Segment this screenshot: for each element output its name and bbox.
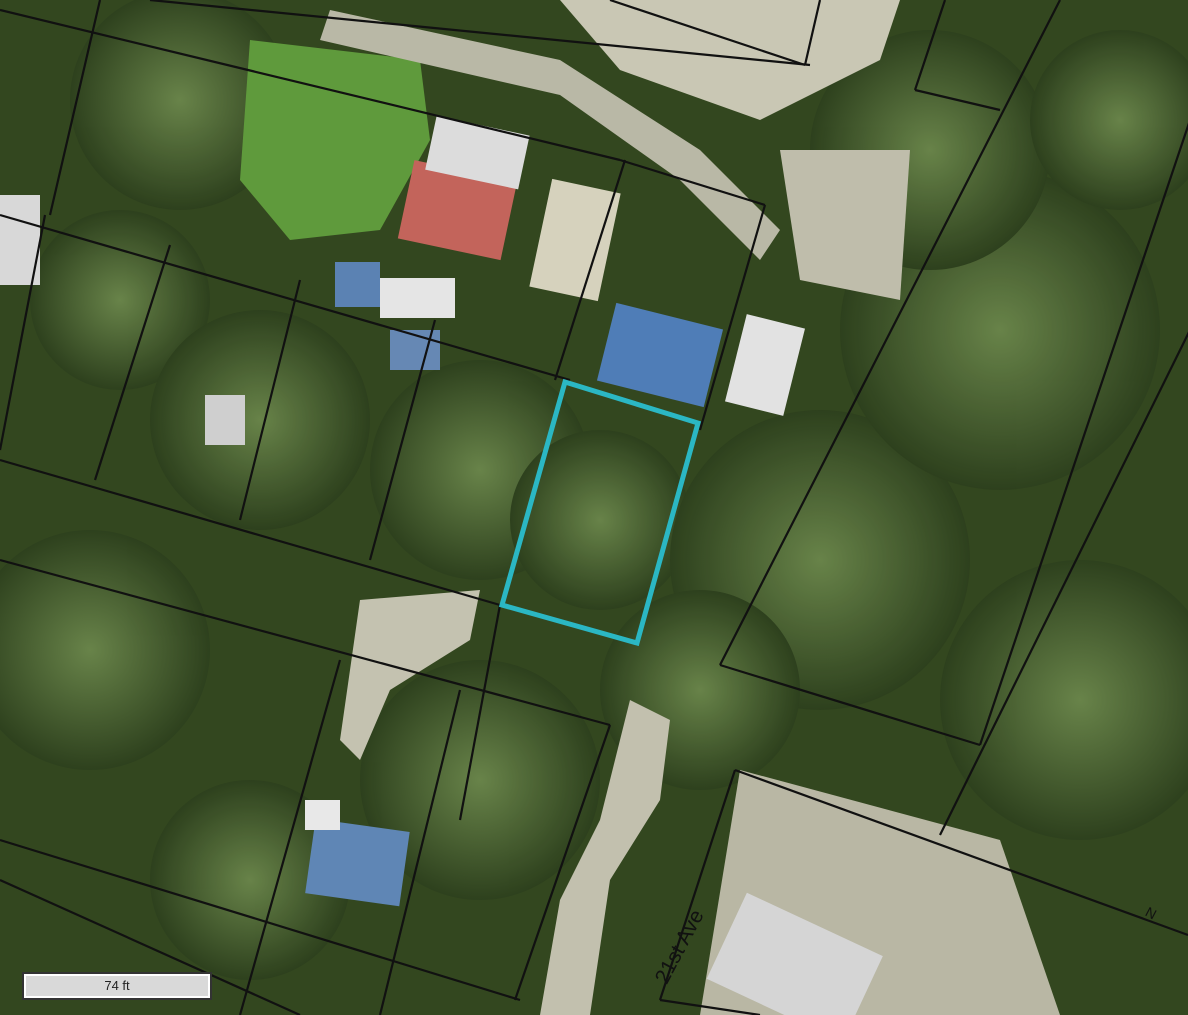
buildings bbox=[0, 115, 883, 1015]
scale-bar-label: 74 ft bbox=[104, 978, 130, 993]
right-clearing bbox=[780, 150, 910, 300]
scale-bar: 74 ft bbox=[22, 972, 212, 1000]
21st-ave-road bbox=[540, 700, 670, 1015]
building-blue-2 bbox=[390, 330, 440, 370]
building-left-edge bbox=[0, 195, 40, 285]
building-small bbox=[205, 395, 245, 445]
building-grey-roof bbox=[425, 115, 530, 190]
building-bottom-right bbox=[706, 892, 883, 1015]
top-road bbox=[320, 10, 780, 260]
building-blue-roof bbox=[596, 302, 724, 408]
subject-parcel-outline[interactable] bbox=[498, 378, 702, 647]
building-bottom-white bbox=[305, 800, 340, 830]
building-bottom-blue bbox=[305, 818, 410, 907]
building-shed bbox=[529, 178, 621, 302]
canopy-texture bbox=[0, 0, 1188, 980]
building-white-1 bbox=[380, 278, 455, 318]
lower-dirt-path bbox=[340, 590, 480, 760]
building-blue-1 bbox=[335, 262, 380, 307]
building-red-roof bbox=[397, 160, 518, 261]
grass-yard bbox=[240, 40, 430, 240]
building-white-2 bbox=[725, 314, 805, 416]
top-clearing bbox=[560, 0, 900, 120]
